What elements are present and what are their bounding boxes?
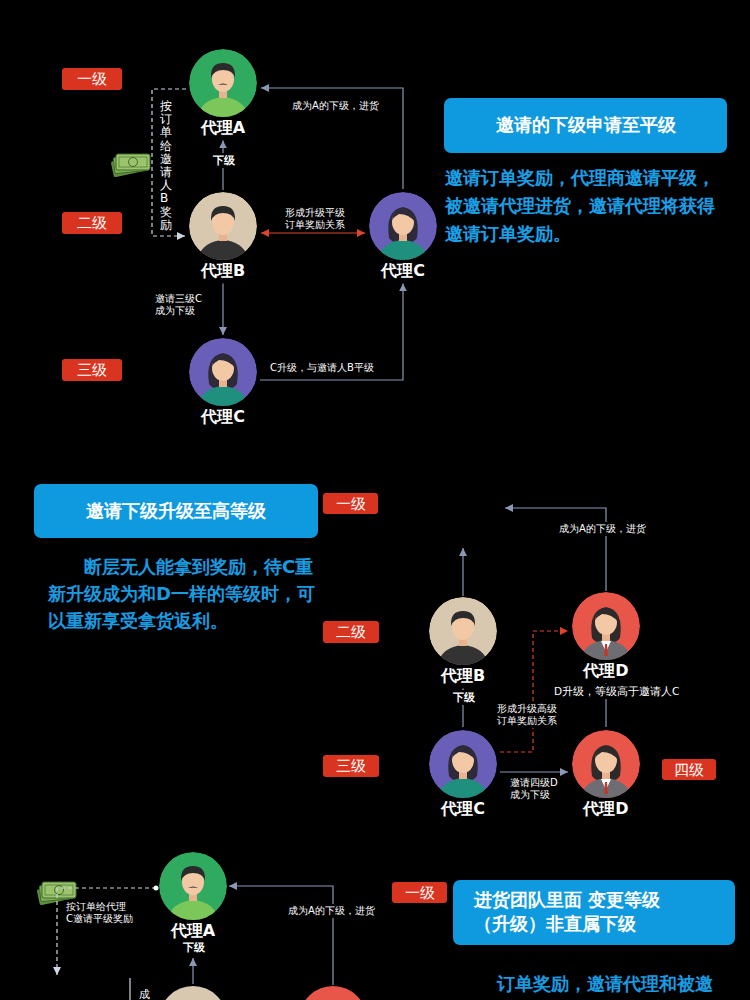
- note-label: 下级: [181, 940, 207, 955]
- upward-line: [505, 508, 606, 591]
- agent-name: 代理B: [188, 262, 258, 280]
- agent-avatar: 代理A: [188, 49, 258, 137]
- avatar-circle: [572, 730, 640, 798]
- agent-avatar: 代理C: [188, 338, 258, 426]
- avatar-circle: [429, 730, 497, 798]
- level-label: 三级: [77, 361, 107, 379]
- agent-name: 代理C: [188, 408, 258, 426]
- agent-avatar: 代理C: [428, 730, 498, 818]
- title-text: 邀请的下级申请至平级: [496, 113, 676, 137]
- avatar-partial: [159, 986, 227, 1000]
- level-badge: 一级: [323, 493, 378, 514]
- edge-label: 邀请四级D 成为下级: [508, 776, 572, 802]
- edge-label: 下级: [211, 153, 237, 168]
- connector-arrow: [222, 283, 223, 335]
- note-label: 按订单给代理 C邀请平级奖励: [64, 900, 152, 926]
- agent-avatar: 代理C: [368, 192, 438, 280]
- avatar-circle: [189, 192, 257, 260]
- edge-label: 成为A的下级，进货: [290, 99, 381, 113]
- level-label: 一级: [405, 884, 435, 902]
- agent-avatar: 代理B: [188, 192, 258, 280]
- connector-arrow: [261, 88, 403, 189]
- dot: [154, 886, 159, 891]
- agent-name: 代理A: [188, 119, 258, 137]
- edge-label: 形成升级高级 订单奖励关系: [492, 702, 562, 728]
- title-box: 邀请的下级申请至平级: [444, 98, 727, 153]
- agent-avatar: 代理A: [158, 852, 228, 940]
- edge-label: 邀请三级C 成为下级: [153, 292, 215, 318]
- avatar-partial: [299, 986, 367, 1000]
- avatar-circle: [572, 592, 640, 660]
- level-badge: 一级: [62, 68, 122, 90]
- description-text: 邀请订单奖励，代理商邀请平级，被邀请代理进货，邀请代理将获得邀请订单奖励。: [443, 163, 722, 249]
- edge-label: C升级，与邀请人B平级: [268, 361, 376, 375]
- agent-avatar: 代理B: [428, 597, 498, 685]
- level-label: 二级: [336, 623, 366, 641]
- connector-line: [229, 886, 333, 985]
- note-label: 成: [137, 987, 152, 1000]
- connector-arrow: [500, 771, 568, 772]
- description-text: 订单奖励，邀请代理和被邀: [495, 972, 715, 996]
- level-badge: 二级: [62, 212, 122, 234]
- avatar-circle: [369, 192, 437, 260]
- level-label: 四级: [674, 761, 704, 779]
- edge-label: 形成升级平级 订单奖励关系: [279, 206, 351, 232]
- note-label: 成为A的下级，进货: [557, 522, 648, 536]
- edge-label: 按订单给邀请人B奖励: [159, 100, 173, 232]
- agent-name: 代理D: [571, 800, 641, 818]
- connector-arrow: [260, 283, 403, 380]
- level-label: 三级: [336, 757, 366, 775]
- level-label: 一级: [336, 495, 366, 513]
- agent-name: 代理A: [158, 922, 228, 940]
- money-icon: [111, 154, 150, 177]
- agent-avatar: 代理D: [571, 730, 641, 818]
- description-text: 断层无人能拿到奖励，待C重新升级成为和D一样的等级时，可以重新享受拿货返利。: [46, 552, 320, 635]
- agent-name: 代理B: [428, 667, 498, 685]
- title-box: 邀请下级升级至高等级: [34, 484, 318, 538]
- agent-name: 代理C: [428, 800, 498, 818]
- title-box: 进货团队里面 变更等级（升级）非直属下级: [453, 880, 735, 945]
- upward-line: [462, 548, 463, 596]
- connector-arrow: [152, 89, 186, 236]
- note-label: 成为A的下级，进货: [286, 904, 377, 918]
- level-label: 一级: [77, 70, 107, 88]
- dashed-line: [57, 888, 156, 975]
- level-badge: 一级: [392, 882, 447, 903]
- connector-arrow: [261, 232, 365, 233]
- avatar-circle: [189, 338, 257, 406]
- edge-label: D升级，等级高于邀请人C: [552, 684, 681, 699]
- level-badge: 二级: [323, 621, 379, 643]
- avatar-circle: [429, 597, 497, 665]
- title-text: 邀请下级升级至高等级: [86, 499, 266, 523]
- connector-line: [129, 978, 130, 1000]
- avatar-circle: [159, 852, 227, 920]
- agent-name: 代理C: [368, 262, 438, 280]
- connector-line: [192, 958, 193, 984]
- level-label: 二级: [77, 214, 107, 232]
- level-badge: 三级: [323, 755, 379, 777]
- title-text: 进货团队里面 变更等级（升级）非直属下级: [474, 888, 721, 937]
- agent-name: 代理D: [571, 662, 641, 680]
- avatar-circle: [189, 49, 257, 117]
- level-badge: 四级: [662, 759, 716, 780]
- level-badge: 三级: [62, 359, 122, 381]
- agent-avatar: 代理D: [571, 592, 641, 680]
- edge-label: 下级: [451, 690, 477, 705]
